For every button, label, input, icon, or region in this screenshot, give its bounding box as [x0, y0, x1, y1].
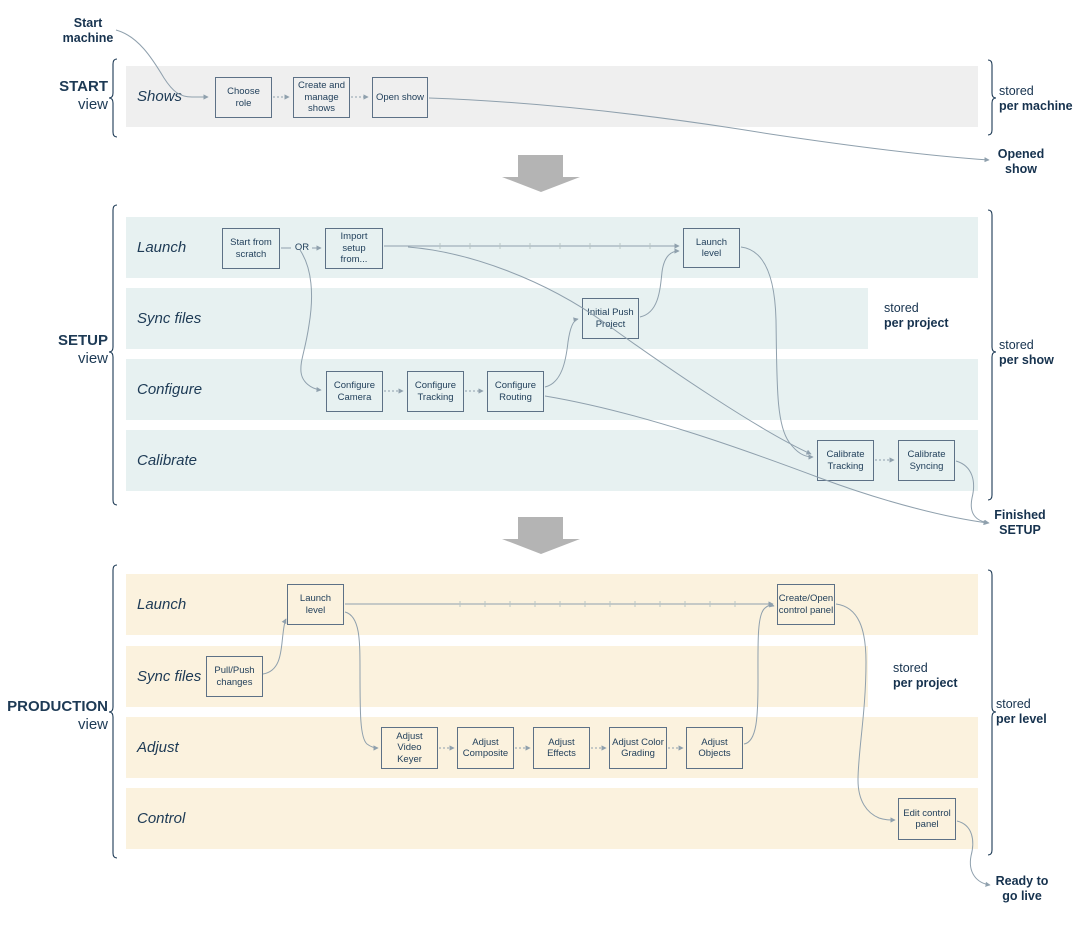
- lane-label-prod-sync: Sync files: [137, 668, 202, 685]
- node-adjust-composite: Adjust Composite: [457, 727, 514, 769]
- node-setup-launch-level: Launch level: [683, 228, 740, 268]
- lane-label-setup-sync: Sync files: [137, 310, 202, 327]
- edge-importsetup-calibratetracking: [407, 246, 812, 455]
- node-configure-tracking: Configure Tracking: [407, 371, 464, 412]
- stored-note-prod-project: stored per project: [893, 661, 958, 691]
- section-title-start: START view: [0, 78, 108, 114]
- node-configure-camera: Configure Camera: [326, 371, 383, 412]
- node-open-show: Open show: [372, 77, 428, 118]
- stored-scope-show: per show: [999, 353, 1054, 367]
- section-title-setup-text: SETUP: [57, 332, 108, 349]
- stored-label: stored: [999, 84, 1034, 98]
- section-title-start-text: START: [59, 78, 108, 95]
- bracket-right-start: [987, 59, 997, 136]
- block-arrow-down-1: [502, 155, 580, 192]
- stored-label: stored: [999, 338, 1034, 352]
- node-calibrate-tracking: Calibrate Tracking: [817, 440, 874, 481]
- section-title-production: PRODUCTION view: [0, 698, 108, 734]
- node-start-from-scratch: Start from scratch: [222, 228, 280, 269]
- stored-scope-machine: per machine: [999, 99, 1073, 113]
- lane-label-setup-calibrate: Calibrate: [137, 452, 198, 469]
- bracket-left-production: [108, 564, 118, 859]
- lane-label-prod-adjust: Adjust: [137, 739, 179, 756]
- lane-band-prod-launch: [126, 574, 978, 635]
- node-prod-launch-level: Launch level: [287, 584, 344, 625]
- lane-label-setup-configure: Configure: [137, 381, 203, 398]
- stored-note-level: stored per level: [996, 697, 1047, 727]
- lane-band-setup-configure: [126, 359, 978, 420]
- terminal-finished-setup: Finished SETUP: [994, 508, 1046, 537]
- bracket-right-setup: [987, 209, 997, 501]
- bracket-right-production: [987, 569, 997, 856]
- stored-note-setup-project: stored per project: [884, 301, 949, 331]
- node-edit-control-panel: Edit control panel: [898, 798, 956, 840]
- bracket-left-start: [108, 58, 118, 138]
- node-calibrate-syncing: Calibrate Syncing: [898, 440, 955, 481]
- block-arrow-down-2: [502, 517, 580, 554]
- terminal-opened-show: Opened show: [997, 147, 1045, 176]
- stored-note-show: stored per show: [999, 338, 1054, 368]
- lane-band-prod-control: [126, 788, 978, 849]
- node-adjust-effects: Adjust Effects: [533, 727, 590, 769]
- stored-scope-project: per project: [884, 316, 949, 330]
- section-subtitle-setup: view: [77, 350, 108, 367]
- stored-label: stored: [996, 697, 1031, 711]
- stored-note-machine: stored per machine: [999, 84, 1073, 114]
- node-adjust-color-grading: Adjust Color Grading: [609, 727, 667, 769]
- section-subtitle-production: view: [77, 716, 108, 733]
- node-initial-push-project: Initial Push Project: [582, 298, 639, 339]
- section-subtitle-start: view: [77, 96, 108, 113]
- stored-label: stored: [884, 301, 919, 315]
- section-title-production-text: PRODUCTION: [7, 698, 108, 715]
- node-choose-role: Choose role: [215, 77, 272, 118]
- lane-label-prod-control: Control: [137, 810, 186, 827]
- lane-label-prod-launch: Launch: [137, 596, 187, 613]
- node-create-manage-shows: Create and manage shows: [293, 77, 350, 118]
- node-pull-push-changes: Pull/Push changes: [206, 656, 263, 697]
- node-adjust-video-keyer: Adjust Video Keyer: [381, 727, 438, 769]
- edge-launchlevel-calibratetracking: [740, 246, 814, 460]
- or-label: OR: [294, 242, 310, 253]
- node-configure-routing: Configure Routing: [487, 371, 544, 412]
- node-create-open-control-panel: Create/Open control panel: [777, 584, 835, 625]
- stored-scope-level: per level: [996, 712, 1047, 726]
- section-title-setup: SETUP view: [0, 332, 108, 368]
- terminal-start-machine: Start machine: [62, 16, 114, 45]
- bracket-left-setup: [108, 204, 118, 506]
- terminal-ready-go-live: Ready to go live: [995, 874, 1049, 903]
- stored-scope-project: per project: [893, 676, 958, 690]
- node-adjust-objects: Adjust Objects: [686, 727, 743, 769]
- node-import-setup: Import setup from...: [325, 228, 383, 269]
- stored-label: stored: [893, 661, 928, 675]
- lane-label-setup-launch: Launch: [137, 239, 187, 256]
